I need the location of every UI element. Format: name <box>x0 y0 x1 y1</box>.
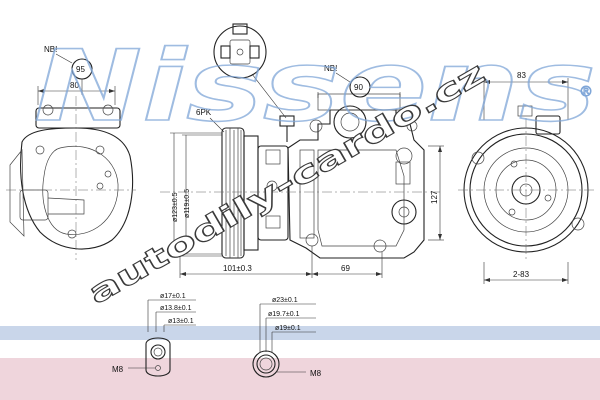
brand-watermark: Nissens <box>34 30 596 144</box>
side-note-value: 95 <box>76 65 85 74</box>
side-view: 80 NB! 95 <box>6 45 136 260</box>
side-width-dim: 80 <box>70 81 79 90</box>
connector-view: 6PK ø123±0.5 ø119±0.5 <box>160 23 444 278</box>
front-mount-dim: 2-83 <box>513 270 530 279</box>
port-right-thread: M8 <box>310 369 322 378</box>
length-dim: 101±0.3 <box>223 264 252 273</box>
height-dim: 127 <box>430 190 439 204</box>
port-left-d1: ø17±0.1 <box>160 293 186 300</box>
port-right-d1: ø23±0.1 <box>272 297 298 304</box>
port-right: ø23±0.1 ø19.7±0.1 ø19±0.1 M8 <box>252 297 322 378</box>
port-right-d2: ø19.7±0.1 <box>268 311 300 318</box>
pulley-dia-outer: ø123±0.5 <box>172 192 179 222</box>
port-left-d2: ø13.8±0.1 <box>160 305 192 312</box>
port-left-d3: ø13±0.1 <box>168 318 194 325</box>
blue-band <box>0 326 600 340</box>
pulley-dia-inner: ø119±0.5 <box>184 189 191 218</box>
pink-band <box>0 358 600 400</box>
connector-note-label: NB! <box>324 64 337 73</box>
port-left: ø17±0.1 ø13.8±0.1 ø13±0.1 M8 <box>112 293 196 377</box>
port-left-thread: M8 <box>112 365 124 374</box>
pulley-label: 6PK <box>196 108 212 117</box>
connector-note-value: 90 <box>354 83 363 92</box>
offset-dim: 69 <box>341 264 350 273</box>
front-width-dim: 83 <box>517 71 526 80</box>
port-right-d3: ø19±0.1 <box>275 325 301 332</box>
side-note-label: NB! <box>44 45 57 54</box>
registered-mark: ® <box>579 84 593 100</box>
front-view: 83 2-83 <box>458 71 596 284</box>
